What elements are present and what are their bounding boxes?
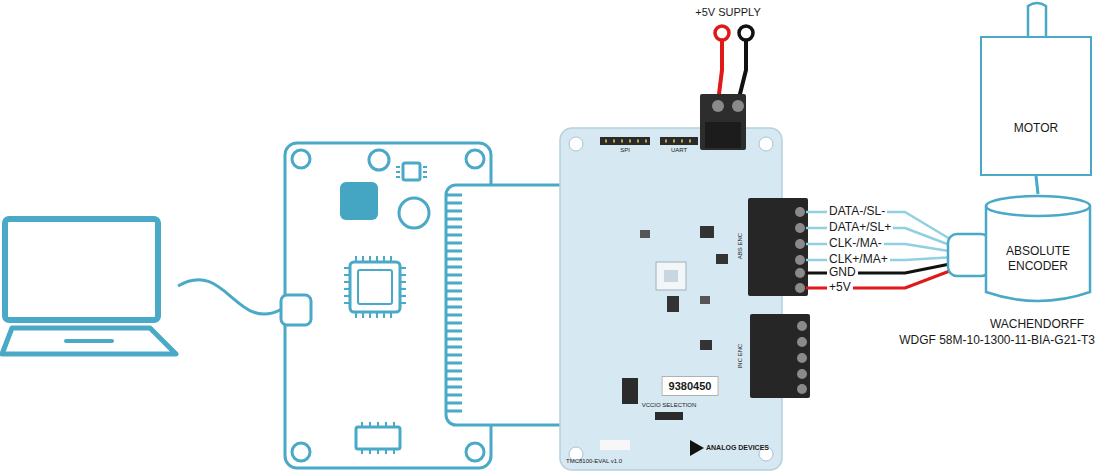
encoder-cylinder: ABSOLUTE ENCODER [984, 194, 1092, 304]
signal-name: CLK+/MA+ [827, 253, 890, 266]
supply-label: +5V SUPPLY [695, 6, 761, 18]
board-silkscreen: VCCIO SELECTION [642, 402, 697, 409]
supply-wires [715, 26, 753, 102]
brand-logo-text: ANALOG DEVICES [706, 444, 769, 452]
controller-board [281, 143, 606, 468]
signal-name: CLK-/MA- [827, 237, 884, 250]
board-silkscreen: TMC8100-EVAL v1.0 [566, 458, 622, 465]
manufacturer-label: WACHENDORFF [990, 318, 1084, 331]
serial-sticker: 9380450 [662, 376, 719, 396]
signal-name: GND [827, 266, 858, 279]
signal-name: DATA+/SL+ [827, 221, 893, 234]
model-number: WDGF 58M-10-1300-11-BIA-G21-T3 [899, 334, 1095, 347]
board-silkscreen: ABS ENC [737, 233, 744, 259]
signal-name: DATA-/SL- [827, 205, 887, 218]
laptop-icon [2, 219, 176, 354]
usb-cable [178, 280, 282, 314]
node-label: MOTOR [1014, 121, 1058, 136]
cylinder-top [986, 196, 1090, 216]
encoder-wires [806, 212, 955, 288]
node-label: ABSOLUTE ENCODER [998, 244, 1078, 274]
eval-board [560, 94, 810, 470]
motor-box: MOTOR [980, 36, 1092, 176]
header-label: UART [671, 147, 687, 154]
signal-name: +5V [827, 281, 853, 294]
shaft-connector [1036, 176, 1038, 194]
cylinder-body [986, 206, 1090, 301]
header-label: SPI [620, 147, 630, 154]
board-silkscreen: INC ENC [737, 344, 744, 369]
